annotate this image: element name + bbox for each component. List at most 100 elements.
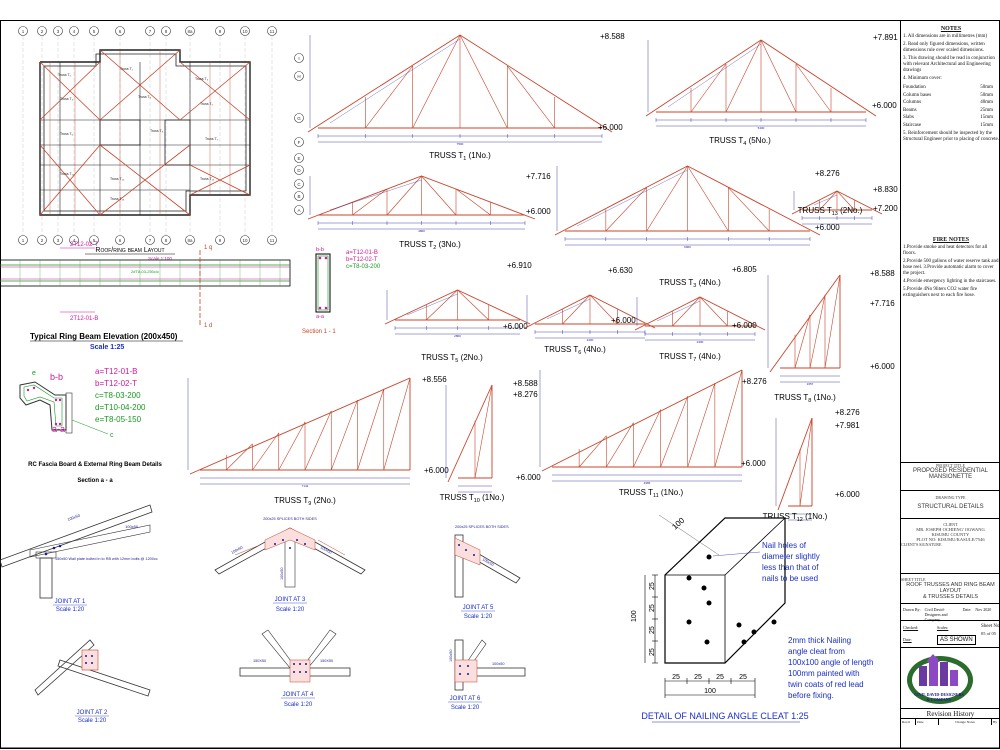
- fascia-tag-bb: b-b: [50, 372, 63, 382]
- grid-column-label: 2: [41, 29, 44, 34]
- checked-row: Checked: Date: Scales: AS SHOWN Sheet No…: [901, 620, 1000, 647]
- truss-top-level: +8.588: [870, 269, 895, 278]
- revision-col-by: By: [993, 720, 998, 724]
- fascia-callout-d: d=T10-04-200: [95, 403, 146, 412]
- web-diagonal: [412, 34, 461, 129]
- grid-bubble: [294, 153, 304, 163]
- fascia-section: Section a - a: [77, 478, 113, 484]
- client-signature-label: CLIENT'S SIGNATURE: [901, 542, 942, 547]
- truss-base-level: +6.000: [503, 322, 528, 331]
- web-diagonal: [690, 63, 727, 113]
- truss-top-level: +8.588: [600, 32, 625, 41]
- cleat-note-1-line-1: Nail holes of: [762, 541, 807, 550]
- truss-title: TRUSS T9 (2No.): [274, 496, 336, 507]
- rafter: [769, 274, 841, 373]
- web-diagonal: [507, 65, 555, 129]
- grid-row-label: A: [297, 208, 300, 213]
- section-callout-a: a=T12-01-B: [346, 250, 378, 256]
- project-label: PROJECT TITLE: [936, 463, 965, 468]
- fascia-tag-aa: a-a: [52, 424, 65, 434]
- grid-bubble: [294, 205, 304, 215]
- web-diagonal: [455, 188, 491, 216]
- joint-1-title: JOINT AT 1: [55, 599, 86, 605]
- fire-note-1: 1.Provide smoke and heat detectors for a…: [903, 245, 988, 256]
- cover-key: Staircase: [903, 122, 922, 128]
- cleat-dim-bottom-4: 25: [739, 674, 747, 681]
- company-logo: CIVIL DAVID-DESIGNERS & COMPANY: [901, 647, 1000, 708]
- truss-mid-level: +7.981: [835, 421, 860, 430]
- grid-bubble: [161, 235, 171, 245]
- rafter-dim: [329, 179, 422, 211]
- notes-item-2: 2. Read only figured dimensions, written…: [903, 42, 985, 53]
- svg-text:Truss T₁: Truss T₁: [120, 67, 134, 71]
- truss-span: 1657: [807, 382, 814, 386]
- truss-title: TRUSS T6 (4No.): [544, 345, 606, 356]
- rafter-dim: [667, 43, 762, 108]
- truss-top-level: +8.588: [513, 379, 538, 388]
- rafter: [541, 369, 743, 472]
- grid-bubble: [294, 137, 304, 147]
- svg-text:Truss T₆: Truss T₆: [60, 132, 74, 136]
- web-diagonal: [606, 422, 634, 468]
- grid-bubble: [240, 26, 250, 36]
- truss-base-level: +6.000: [424, 466, 449, 475]
- web-diagonal: [330, 399, 358, 471]
- web-diagonal: [714, 369, 743, 468]
- svg-text:Truss T₁₀: Truss T₁₀: [60, 172, 75, 176]
- svg-text:Truss T₁₂: Truss T₁₂: [200, 177, 215, 181]
- notes-item-4: 4. Minimum cover:: [903, 76, 942, 81]
- web-diagonal: [386, 175, 422, 216]
- joint-1-note-2: 100x50: [125, 524, 139, 529]
- grid-column-label: 8: [165, 238, 168, 243]
- logo-text-2: & COMPANY: [926, 697, 952, 702]
- client-name: MR. JOSEPH OCHIENG' OGWANG: [916, 527, 985, 532]
- cover-value: 50mm: [980, 92, 993, 98]
- fire-notes: FIRE NOTES 1.Provide smoke and heat dete…: [903, 237, 999, 301]
- grid-column-label: 5: [93, 238, 96, 243]
- joint-4-title: JOINT AT 4: [283, 692, 314, 698]
- grid-column-label: 3: [57, 29, 60, 34]
- grid-bubble: [240, 235, 250, 245]
- truss-title: TRUSS T13 (2No.): [798, 206, 863, 217]
- cover-value: 15mm: [980, 115, 993, 120]
- joint-3-note-3: 100x50: [320, 545, 333, 554]
- grid-column-label: 10: [242, 29, 248, 34]
- web-diagonal: [365, 65, 413, 129]
- joint-6: 100x50 100x50 JOINT AT 6 Scale 1:20: [448, 639, 526, 711]
- joint-4-note-1: 150X50: [253, 659, 266, 663]
- drawing-type: STRUCTURAL DETAILS: [917, 504, 984, 510]
- drawing-type-block: DRAWING TYPE STRUCTURAL DETAILS: [901, 490, 1000, 513]
- ring-beam-scale: Scale 1:25: [90, 344, 124, 351]
- section-callout-c: c=T8-03-200: [346, 264, 381, 270]
- cleat-note-1-line-4: nails to be used: [762, 574, 818, 583]
- drawn-by: Civil David-Designers and Company: [924, 607, 948, 622]
- grid-bubble: [294, 191, 304, 201]
- fire-notes-title: FIRE NOTES: [932, 237, 970, 243]
- truss-top-level: +8.276: [815, 169, 840, 178]
- company-logo-icon: [907, 654, 973, 704]
- truss-span: 5400: [758, 126, 765, 130]
- truss-span: 4986: [644, 481, 651, 485]
- cleat-note-2-line-4: 100mm painted with: [788, 669, 860, 678]
- joint-5-title: JOINT AT 5: [463, 605, 494, 611]
- truss-title: TRUSS T2 (3No.): [399, 240, 461, 251]
- truss-title: TRUSS T10 (1No.): [440, 493, 505, 504]
- project-title-block: PROJECT TITLE PROPOSED RESIDENTIAL MANSI…: [901, 462, 1000, 511]
- web-diagonal: [795, 63, 832, 113]
- grid-bubble: [161, 26, 171, 36]
- truss-base-level: +6.000: [815, 223, 840, 232]
- joint-4-note-2: 150X50: [320, 659, 333, 663]
- grid-column-label: 8: [165, 29, 168, 34]
